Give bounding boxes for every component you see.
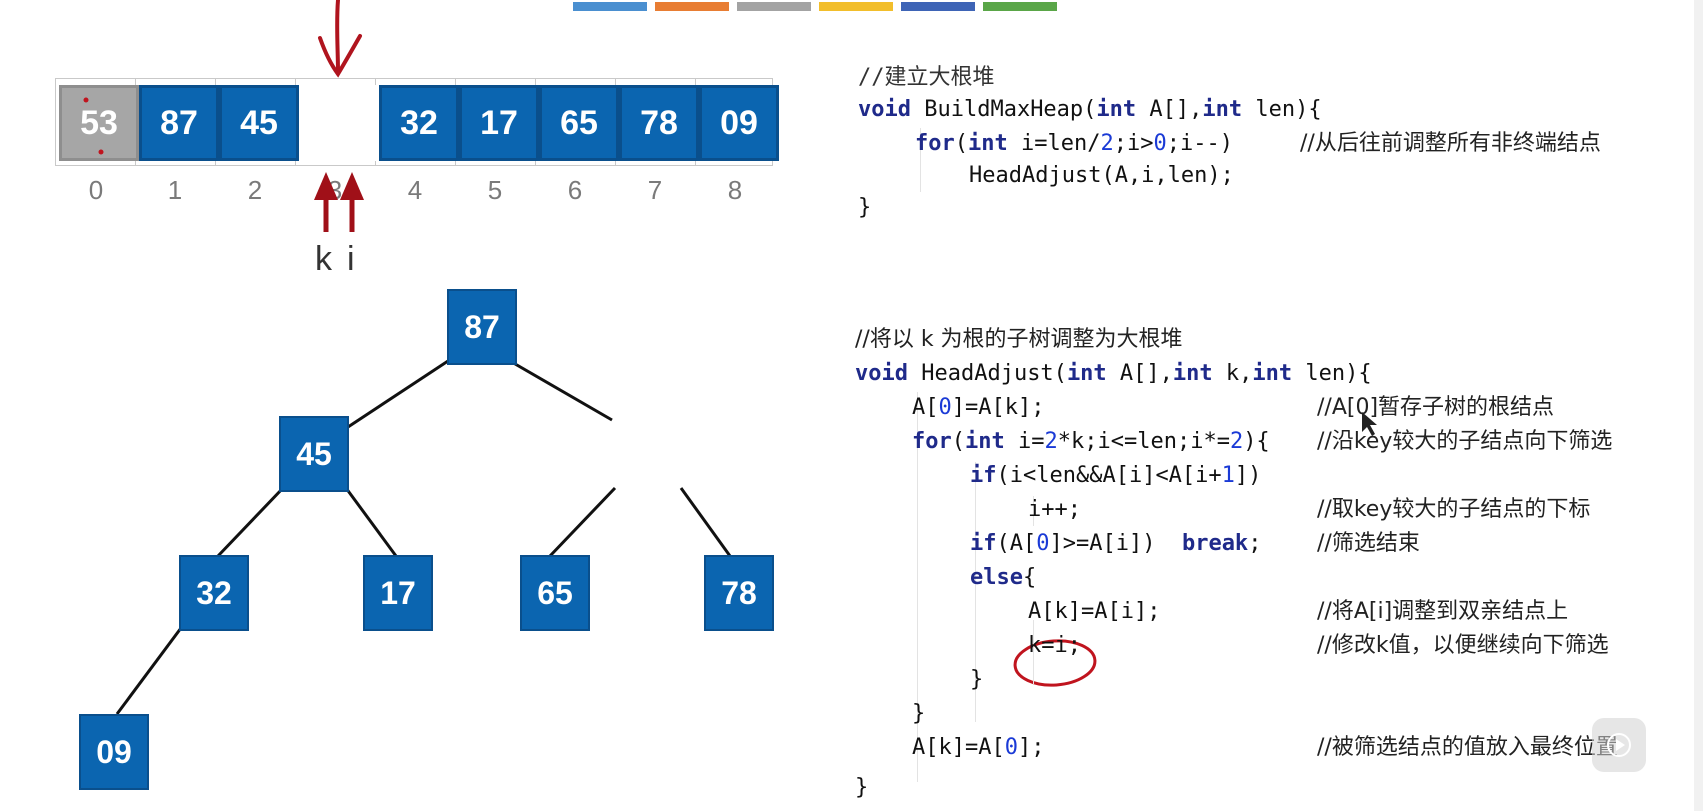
tree-node-78: 78 bbox=[704, 555, 774, 631]
code-adjust-else: else{ bbox=[970, 565, 1037, 590]
array-cell-8: 09 bbox=[699, 85, 779, 161]
red-dot-mark bbox=[98, 149, 104, 155]
slide-strip-4 bbox=[819, 2, 893, 11]
code-adjust-final-comment: //被筛选结点的值放入最终位置 bbox=[1317, 735, 1618, 760]
array-index-1: 1 bbox=[167, 175, 183, 205]
indent-guide bbox=[1033, 496, 1034, 526]
code-adjust-assign: A[k]=A[i]; bbox=[1028, 599, 1161, 624]
video-play-icon[interactable] bbox=[1592, 718, 1646, 772]
array-cell-7: 78 bbox=[619, 85, 699, 161]
slide-strip-1 bbox=[573, 2, 647, 11]
down-arrow-head-icon bbox=[318, 34, 362, 78]
mouse-cursor-icon bbox=[1362, 412, 1377, 436]
slide-strip-5 bbox=[901, 2, 975, 11]
pointer-label-k: k bbox=[315, 240, 332, 278]
code-adjust-for: for(int i=2*k;i<=len;i*=2){ bbox=[912, 429, 1270, 454]
code-adjust-k-assign: k=i; bbox=[1028, 633, 1081, 658]
array-cell-0: 53 bbox=[59, 85, 139, 161]
code-adjust-increment: i++; bbox=[1028, 497, 1081, 522]
tree-node-32: 32 bbox=[179, 555, 249, 631]
tree-edge bbox=[216, 486, 285, 558]
code-adjust-assign-comment: //将A[i]调整到双亲结点上 bbox=[1317, 599, 1569, 624]
array-cell-3 bbox=[299, 85, 379, 161]
code-adjust-if2: if(A[0]>=A[i]) break; bbox=[970, 531, 1262, 556]
indent-guide bbox=[917, 392, 918, 782]
slide-strip-3 bbox=[737, 2, 811, 11]
array-index-4: 4 bbox=[407, 175, 423, 205]
tree-node-17: 17 bbox=[363, 555, 433, 631]
array-cell-4: 32 bbox=[379, 85, 459, 161]
i-up-arrow-head-icon bbox=[340, 172, 364, 200]
tree-edge bbox=[509, 359, 613, 422]
array-index-8: 8 bbox=[727, 175, 743, 205]
slide-strip-6 bbox=[983, 2, 1057, 11]
red-dot-mark bbox=[83, 97, 89, 103]
code-comment-build: //建立大根堆 bbox=[858, 65, 995, 90]
code-build-close: } bbox=[858, 195, 872, 220]
code-build-call: HeadAdjust(A,i,len); bbox=[969, 163, 1234, 188]
code-adjust-increment-comment: //取key较大的子结点的下标 bbox=[1317, 497, 1591, 522]
array-cell-5: 17 bbox=[459, 85, 539, 161]
tree-edge bbox=[115, 627, 183, 715]
code-adjust-brace-inner: } bbox=[970, 667, 984, 692]
red-circle-highlight bbox=[1013, 639, 1097, 687]
code-adjust-k-assign-comment: //修改k值，以便继续向下筛选 bbox=[1317, 633, 1609, 658]
tree-edge bbox=[347, 359, 449, 429]
code-adjust-signature: void HeadAdjust(int A[],int k,int len){ bbox=[855, 361, 1372, 386]
code-adjust-final: A[k]=A[0]; bbox=[912, 735, 1045, 760]
code-adjust-line1: A[0]=A[k]; bbox=[912, 395, 1045, 420]
code-adjust-if2-comment: //筛选结束 bbox=[1317, 531, 1420, 556]
indent-guide bbox=[920, 128, 921, 192]
pointer-label-i: i bbox=[347, 240, 355, 278]
tree-edge bbox=[679, 487, 732, 557]
indent-guide bbox=[1033, 620, 1034, 684]
tree-node-65: 65 bbox=[520, 555, 590, 631]
tree-edge bbox=[548, 486, 617, 558]
array-index-2: 2 bbox=[247, 175, 263, 205]
code-adjust-line1-comment: //A[0]暂存子树的根结点 bbox=[1317, 395, 1555, 420]
tree-edge bbox=[344, 487, 398, 557]
code-build-signature: void BuildMaxHeap(int A[],int len){ bbox=[858, 97, 1322, 122]
array-cell-2: 45 bbox=[219, 85, 299, 161]
play-triangle-icon bbox=[1607, 733, 1631, 757]
array-index-5: 5 bbox=[487, 175, 503, 205]
code-adjust-for-comment: //沿key较大的子结点向下筛选 bbox=[1317, 429, 1613, 454]
array-cell-1: 87 bbox=[139, 85, 219, 161]
down-arrow-icon bbox=[335, 0, 340, 74]
tree-node-09: 09 bbox=[79, 714, 149, 790]
k-up-arrow-head-icon bbox=[314, 172, 338, 200]
array-index-7: 7 bbox=[647, 175, 663, 205]
slide-strip-2 bbox=[655, 2, 729, 11]
code-build-for: for(int i=len/2;i>0;i--) bbox=[915, 131, 1233, 156]
array-cell-6: 65 bbox=[539, 85, 619, 161]
array-index-0: 0 bbox=[88, 175, 104, 205]
indent-guide bbox=[975, 462, 976, 722]
code-build-for-comment: //从后往前调整所有非终端结点 bbox=[1300, 131, 1601, 156]
code-comment-adjust: //将以 k 为根的子树调整为大根堆 bbox=[855, 327, 1183, 352]
code-adjust-brace-for: } bbox=[912, 701, 926, 726]
array-index-6: 6 bbox=[567, 175, 583, 205]
scrollbar-track[interactable] bbox=[1694, 0, 1703, 811]
tree-node-87: 87 bbox=[447, 289, 517, 365]
code-adjust-if1: if(i<len&&A[i]<A[i+1]) bbox=[970, 463, 1262, 488]
code-adjust-close: } bbox=[855, 775, 869, 800]
tree-node-45: 45 bbox=[279, 416, 349, 492]
